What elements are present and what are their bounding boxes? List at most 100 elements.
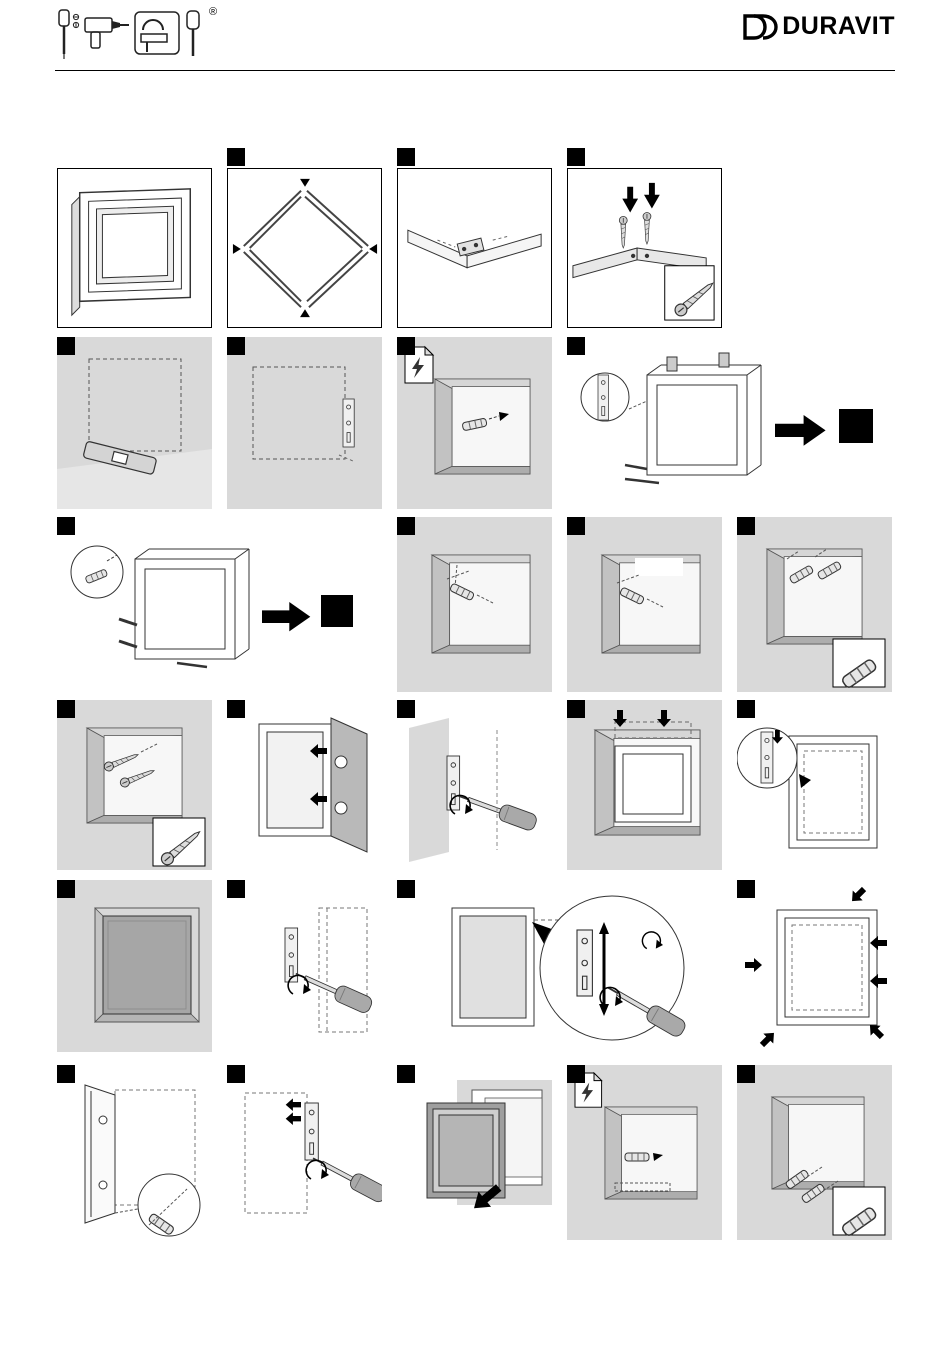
niche-icon: [766, 548, 863, 645]
step-panel-5: [57, 337, 212, 509]
diagram-mounted-cabinet: [94, 907, 200, 1023]
step-badge: [737, 880, 755, 898]
brand-name: DURAVIT: [782, 12, 895, 40]
wall-plug-icon: [624, 1152, 650, 1162]
cabinet-frame-icon: [134, 548, 250, 660]
step-badge: [567, 517, 585, 535]
goto-arrow-icon: [775, 415, 826, 446]
step-panel-11: [567, 517, 722, 692]
step-panel-16: [567, 700, 722, 870]
diagram-wall-outline-rail: [252, 366, 355, 462]
step-badge: [57, 1065, 75, 1083]
step-panel-24: [397, 1065, 552, 1240]
bit-icons: [72, 13, 80, 29]
step-panel-25: [567, 1065, 722, 1240]
step-badge: [567, 1065, 585, 1083]
step-badge: [57, 700, 75, 718]
step-panel-17: [737, 700, 892, 870]
diagram-hook-onto-rail: [737, 727, 878, 849]
mirror-door-icon: [330, 717, 368, 853]
diagram-frame-rails: [232, 178, 378, 318]
wall-outline: [252, 366, 346, 460]
step-panel-3: [397, 168, 552, 328]
arrow-icon: [285, 1112, 301, 1125]
goto-arrow-icon: [262, 602, 311, 632]
blank-label: [635, 558, 683, 576]
diagram-push-into-niche: [426, 1080, 552, 1216]
step-panel-19: [227, 880, 382, 1052]
step-badge: [737, 1065, 755, 1083]
arrow-icon: [657, 710, 671, 727]
corner-arrow-icon: [232, 244, 241, 254]
wall-outline: [88, 358, 182, 452]
arrow-icon: [499, 412, 509, 421]
corner-bracket-icon: [456, 237, 485, 257]
cabinet-frame-icon: [646, 364, 762, 476]
jigsaw-icon: [134, 11, 180, 55]
duravit-double-d-icon: [743, 13, 778, 40]
diagram-tighten-bracket: [284, 907, 375, 1033]
hanger-bracket-icon: [718, 352, 730, 368]
inset-box: [152, 817, 206, 867]
bracket-icon: [760, 731, 774, 784]
diagram-press-frame: [745, 884, 887, 1050]
diagram-niche-plug: [404, 346, 531, 475]
open-door-icon: [84, 1084, 116, 1224]
step-panel-26: [737, 1065, 892, 1240]
step-badge: [567, 148, 585, 166]
diagram-frame-into-niche: [594, 710, 701, 836]
diagram-hanger-brackets: [580, 352, 873, 485]
diagram-niche-screws: [86, 727, 206, 868]
screw-icon: [642, 212, 652, 245]
arrow-icon: [285, 1098, 301, 1111]
arrow-icon: [653, 1153, 663, 1161]
niche-icon: [86, 727, 183, 824]
arrow-icon: [757, 1027, 779, 1050]
step-badge: [397, 1065, 415, 1083]
step-panel-2: [227, 168, 382, 328]
diagram-insert-plugs-2: [771, 1096, 886, 1238]
niche-icon: [604, 1106, 698, 1200]
step-panel-8: [567, 337, 892, 509]
header-divider: [55, 70, 895, 71]
diagram-drill-hole: [431, 554, 531, 654]
required-tools-icons: ®: [57, 6, 218, 62]
diagram-mark-wall: [57, 358, 212, 509]
inset-box: [664, 265, 715, 321]
arrow-icon: [847, 884, 869, 907]
corner-arrow-icon: [369, 244, 378, 254]
step-badge: [567, 337, 585, 355]
step-panel-22: [57, 1065, 212, 1240]
step-reference-square: [321, 595, 353, 627]
step-badge: [227, 700, 245, 718]
step-badge: [57, 517, 75, 535]
diagram-side-pins: [70, 545, 353, 669]
step-panel-15: [397, 700, 552, 870]
step-badge: [397, 700, 415, 718]
bracket-icon: [446, 755, 461, 811]
step-reference-square: [839, 409, 873, 443]
step-badge: [227, 880, 245, 898]
down-arrow-icon: [622, 186, 639, 213]
pointer-icon: [532, 922, 560, 944]
diagram-bracket-screwdriver: [409, 718, 540, 862]
diagram-insert-plugs: [766, 548, 886, 690]
down-arrow-icon: [644, 182, 660, 209]
step-badge: [227, 1065, 245, 1083]
step-badge: [397, 148, 415, 166]
bracket-icon: [342, 398, 355, 448]
rail-outline: [614, 1182, 671, 1192]
diagram-niche-plug-2: [574, 1072, 698, 1200]
step-badge: [57, 337, 75, 355]
diagram-corner-screws: [572, 182, 718, 321]
pointer-icon: [799, 774, 811, 788]
step-badge: [227, 337, 245, 355]
diagram-tighten-bracket-2: [244, 1092, 382, 1214]
step-badge: [397, 880, 415, 898]
niche-icon: [431, 554, 531, 654]
drill-icon: [84, 17, 129, 49]
step-panel-23: [227, 1065, 382, 1240]
step-badge: [227, 148, 245, 166]
registered-mark: ®: [209, 6, 218, 18]
diagram-open-door-press: [258, 717, 368, 853]
